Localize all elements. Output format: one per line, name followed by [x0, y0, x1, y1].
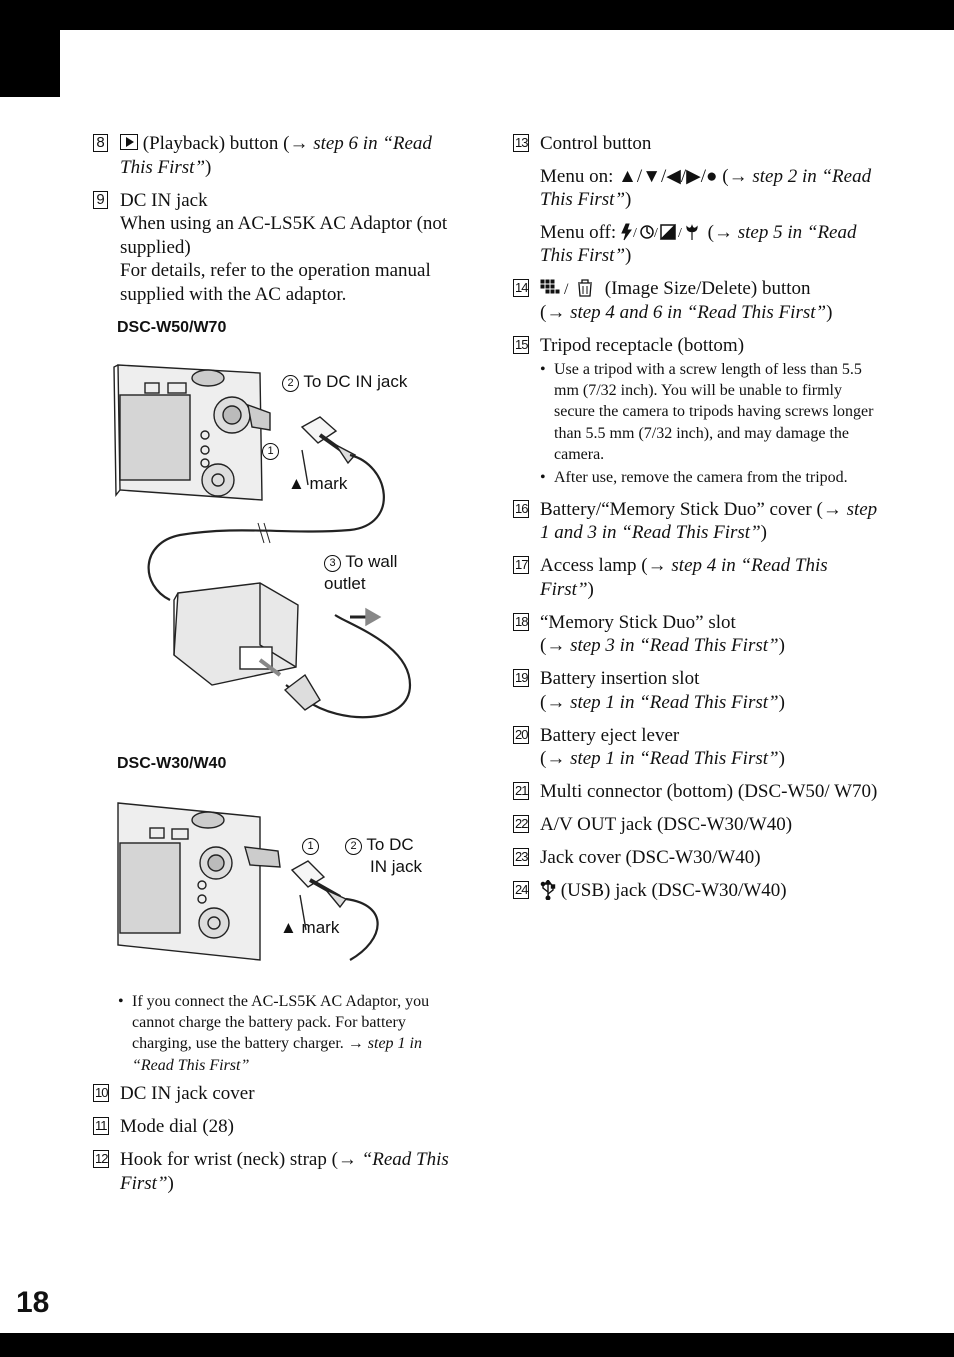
- svg-text:/: /: [654, 226, 658, 241]
- note-bullet: Use a tripod with a screw length of less…: [540, 359, 883, 465]
- callout-to-dc-in-jack: 2 To DC IN jack: [282, 371, 407, 393]
- note-bullet: If you connect the AC-LS5K AC Adaptor, y…: [118, 991, 458, 1076]
- svg-text:/: /: [633, 226, 637, 241]
- playback-icon: [120, 134, 138, 150]
- svg-text:/: /: [678, 226, 682, 241]
- item-number: 20: [513, 725, 530, 744]
- right-column: 13 Control button Menu on: ▲/▼/◀/▶/● (→ …: [513, 132, 883, 912]
- item-number: 24: [513, 881, 530, 900]
- model-label-w50: DSC-W50/W70: [117, 319, 227, 336]
- item-number: 11: [93, 1117, 109, 1135]
- list-item-8: 8 (Playback) button (→ step 6 in “Read T…: [93, 132, 453, 179]
- tripod-notes: Use a tripod with a screw length of less…: [540, 359, 883, 488]
- callout-mark-w30: ▲ mark: [280, 918, 340, 937]
- flash-selftimer-exposure-macro-icons: / / /: [621, 223, 698, 241]
- callout-step-1: 1: [262, 439, 279, 461]
- callout-to-wall-outlet: 3 To wall outlet: [324, 552, 398, 593]
- item-number: 17: [513, 556, 530, 575]
- list-item-15: 15 Tripod receptacle (bottom) Use a trip…: [513, 334, 883, 488]
- list-item-20: 20 Battery eject lever(→ step 1 in “Read…: [513, 724, 785, 770]
- note-bullet: After use, remove the camera from the tr…: [540, 467, 883, 488]
- list-item-11: 11 Mode dial (28): [93, 1116, 234, 1137]
- item-number: 22: [513, 815, 530, 834]
- section-tab: [0, 0, 60, 97]
- list-item-22: 22 A/V OUT jack (DSC-W30/W40): [513, 814, 793, 836]
- item-number: 19: [513, 669, 530, 688]
- svg-text:/: /: [564, 281, 569, 298]
- item-number: 13: [513, 134, 530, 152]
- list-item-16: 16 Battery/“Memory Stick Duo” cover (→ s…: [513, 498, 878, 544]
- list-item-19: 19 Battery insertion slot(→ step 1 in “R…: [513, 668, 785, 713]
- callout-to-dc-in-jack-w30: 2 To DC IN jack: [345, 834, 422, 878]
- item-number: 18: [513, 612, 530, 631]
- item-number: 21: [513, 782, 530, 801]
- list-item-12: 12 Hook for wrist (neck) strap (→ “Read …: [93, 1149, 449, 1194]
- item-number: 10: [93, 1084, 110, 1102]
- item-number: 16: [513, 499, 530, 518]
- list-item-10: 10 DC IN jack cover: [93, 1083, 255, 1104]
- left-column: 8 (Playback) button (→ step 6 in “Read T…: [93, 132, 453, 316]
- bottom-bar: [0, 1333, 954, 1357]
- callout-step-1-w30: 1: [302, 834, 319, 856]
- top-bar: [0, 0, 954, 30]
- adaptor-note: If you connect the AC-LS5K AC Adaptor, y…: [118, 989, 458, 1078]
- item-number: 15: [513, 335, 530, 354]
- list-item-9: 9 DC IN jack When using an AC-LS5K AC Ad…: [93, 189, 453, 307]
- item-number: 12: [93, 1150, 110, 1168]
- image-size-delete-icons: /: [540, 279, 592, 298]
- adaptor-diagram-w50: [113, 364, 412, 719]
- list-item-18: 18 “Memory Stick Duo” slot(→ step 3 in “…: [513, 611, 785, 657]
- item-number: 9: [93, 190, 108, 209]
- list-item-13: 13 Control button Menu on: ▲/▼/◀/▶/● (→ …: [513, 133, 872, 266]
- model-label-w30: DSC-W30/W40: [117, 755, 227, 772]
- callout-mark: ▲ mark: [288, 474, 348, 493]
- list-item-21: 21 Multi connector (bottom) (DSC-W50/ W7…: [513, 781, 878, 803]
- list-item-14: 14 / (Image Size/Delete) button(→ step 4…: [513, 278, 833, 323]
- list-item-24: 24 (USB) jack (DSC-W30/W40): [513, 879, 787, 902]
- item-number: 23: [513, 848, 530, 867]
- left-column-lower: 10 DC IN jack cover 11 Mode dial (28) 12…: [93, 1082, 453, 1205]
- item-number: 14: [513, 279, 530, 297]
- usb-icon: [540, 879, 556, 901]
- adaptor-diagram-w30: [117, 802, 379, 961]
- list-item-23: 23 Jack cover (DSC-W30/W40): [513, 847, 761, 869]
- list-item-17: 17 Access lamp (→ step 4 in “Read This F…: [513, 555, 828, 600]
- page-number: 18: [16, 1286, 50, 1319]
- item-number: 8: [93, 134, 108, 152]
